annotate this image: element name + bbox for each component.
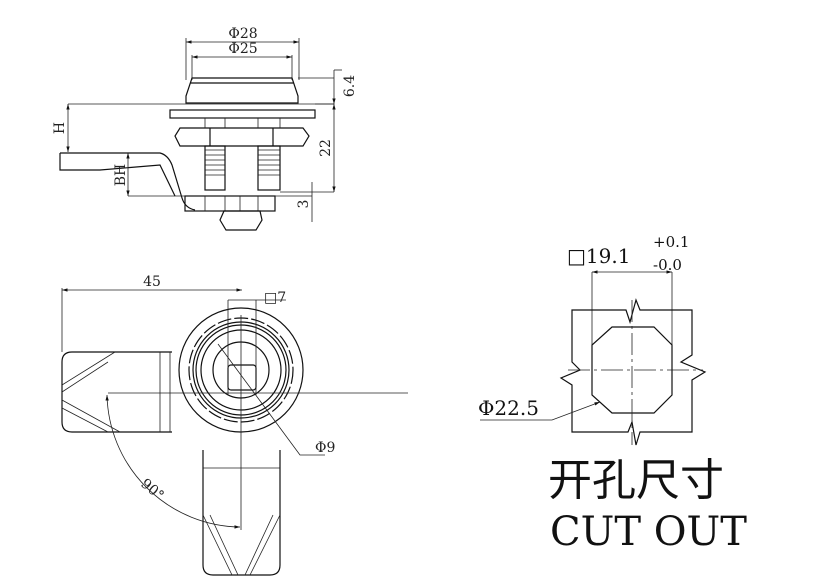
dim-phi25: Φ25: [228, 41, 257, 57]
hex-nut: [174, 127, 310, 147]
handle-arm: [59, 152, 196, 211]
bottom-handle: [202, 450, 281, 576]
angle-arc: [105, 394, 241, 529]
left-handle: [61, 351, 172, 433]
cutout-view: □19.1 +0.1 -0.0 Φ22.5 开孔尺寸 CUT OUT: [478, 233, 747, 555]
cutout-title-cn: 开孔尺寸: [548, 455, 724, 506]
springs: [204, 118, 281, 191]
side-view: Φ28 Φ25 6.4 22 H BH 3: [52, 26, 358, 231]
base-plate: [184, 195, 276, 212]
dim-square-19-1: □19.1: [567, 244, 630, 268]
leader-phi9: [217, 343, 325, 456]
dim-phi28: Φ28: [228, 26, 257, 42]
dim-45: 45: [143, 274, 161, 290]
dim-phi22-5: Φ22.5: [478, 396, 539, 420]
cap: [185, 77, 299, 104]
knob: [219, 210, 263, 231]
dim-6-4: 6.4: [342, 75, 358, 97]
dim-3: 3: [296, 200, 312, 209]
dim-h: H: [52, 122, 68, 134]
dim-phi9: Φ9: [315, 440, 335, 456]
dim-22: 22: [318, 139, 334, 157]
break-outline: [559, 298, 707, 446]
dim-bh: BH: [113, 164, 129, 187]
square-drive: [227, 364, 257, 391]
flange: [169, 109, 316, 119]
front-view: 45 □7 Φ9 90°: [61, 274, 408, 576]
dim-90-degrees: 90°: [137, 476, 166, 504]
cutout-title-en: CUT OUT: [550, 509, 747, 555]
tolerance-plus: +0.1: [653, 233, 689, 251]
tolerance-minus: -0.0: [653, 256, 682, 274]
dim-square-7: □7: [264, 290, 286, 306]
cutout-hole: [591, 326, 673, 414]
